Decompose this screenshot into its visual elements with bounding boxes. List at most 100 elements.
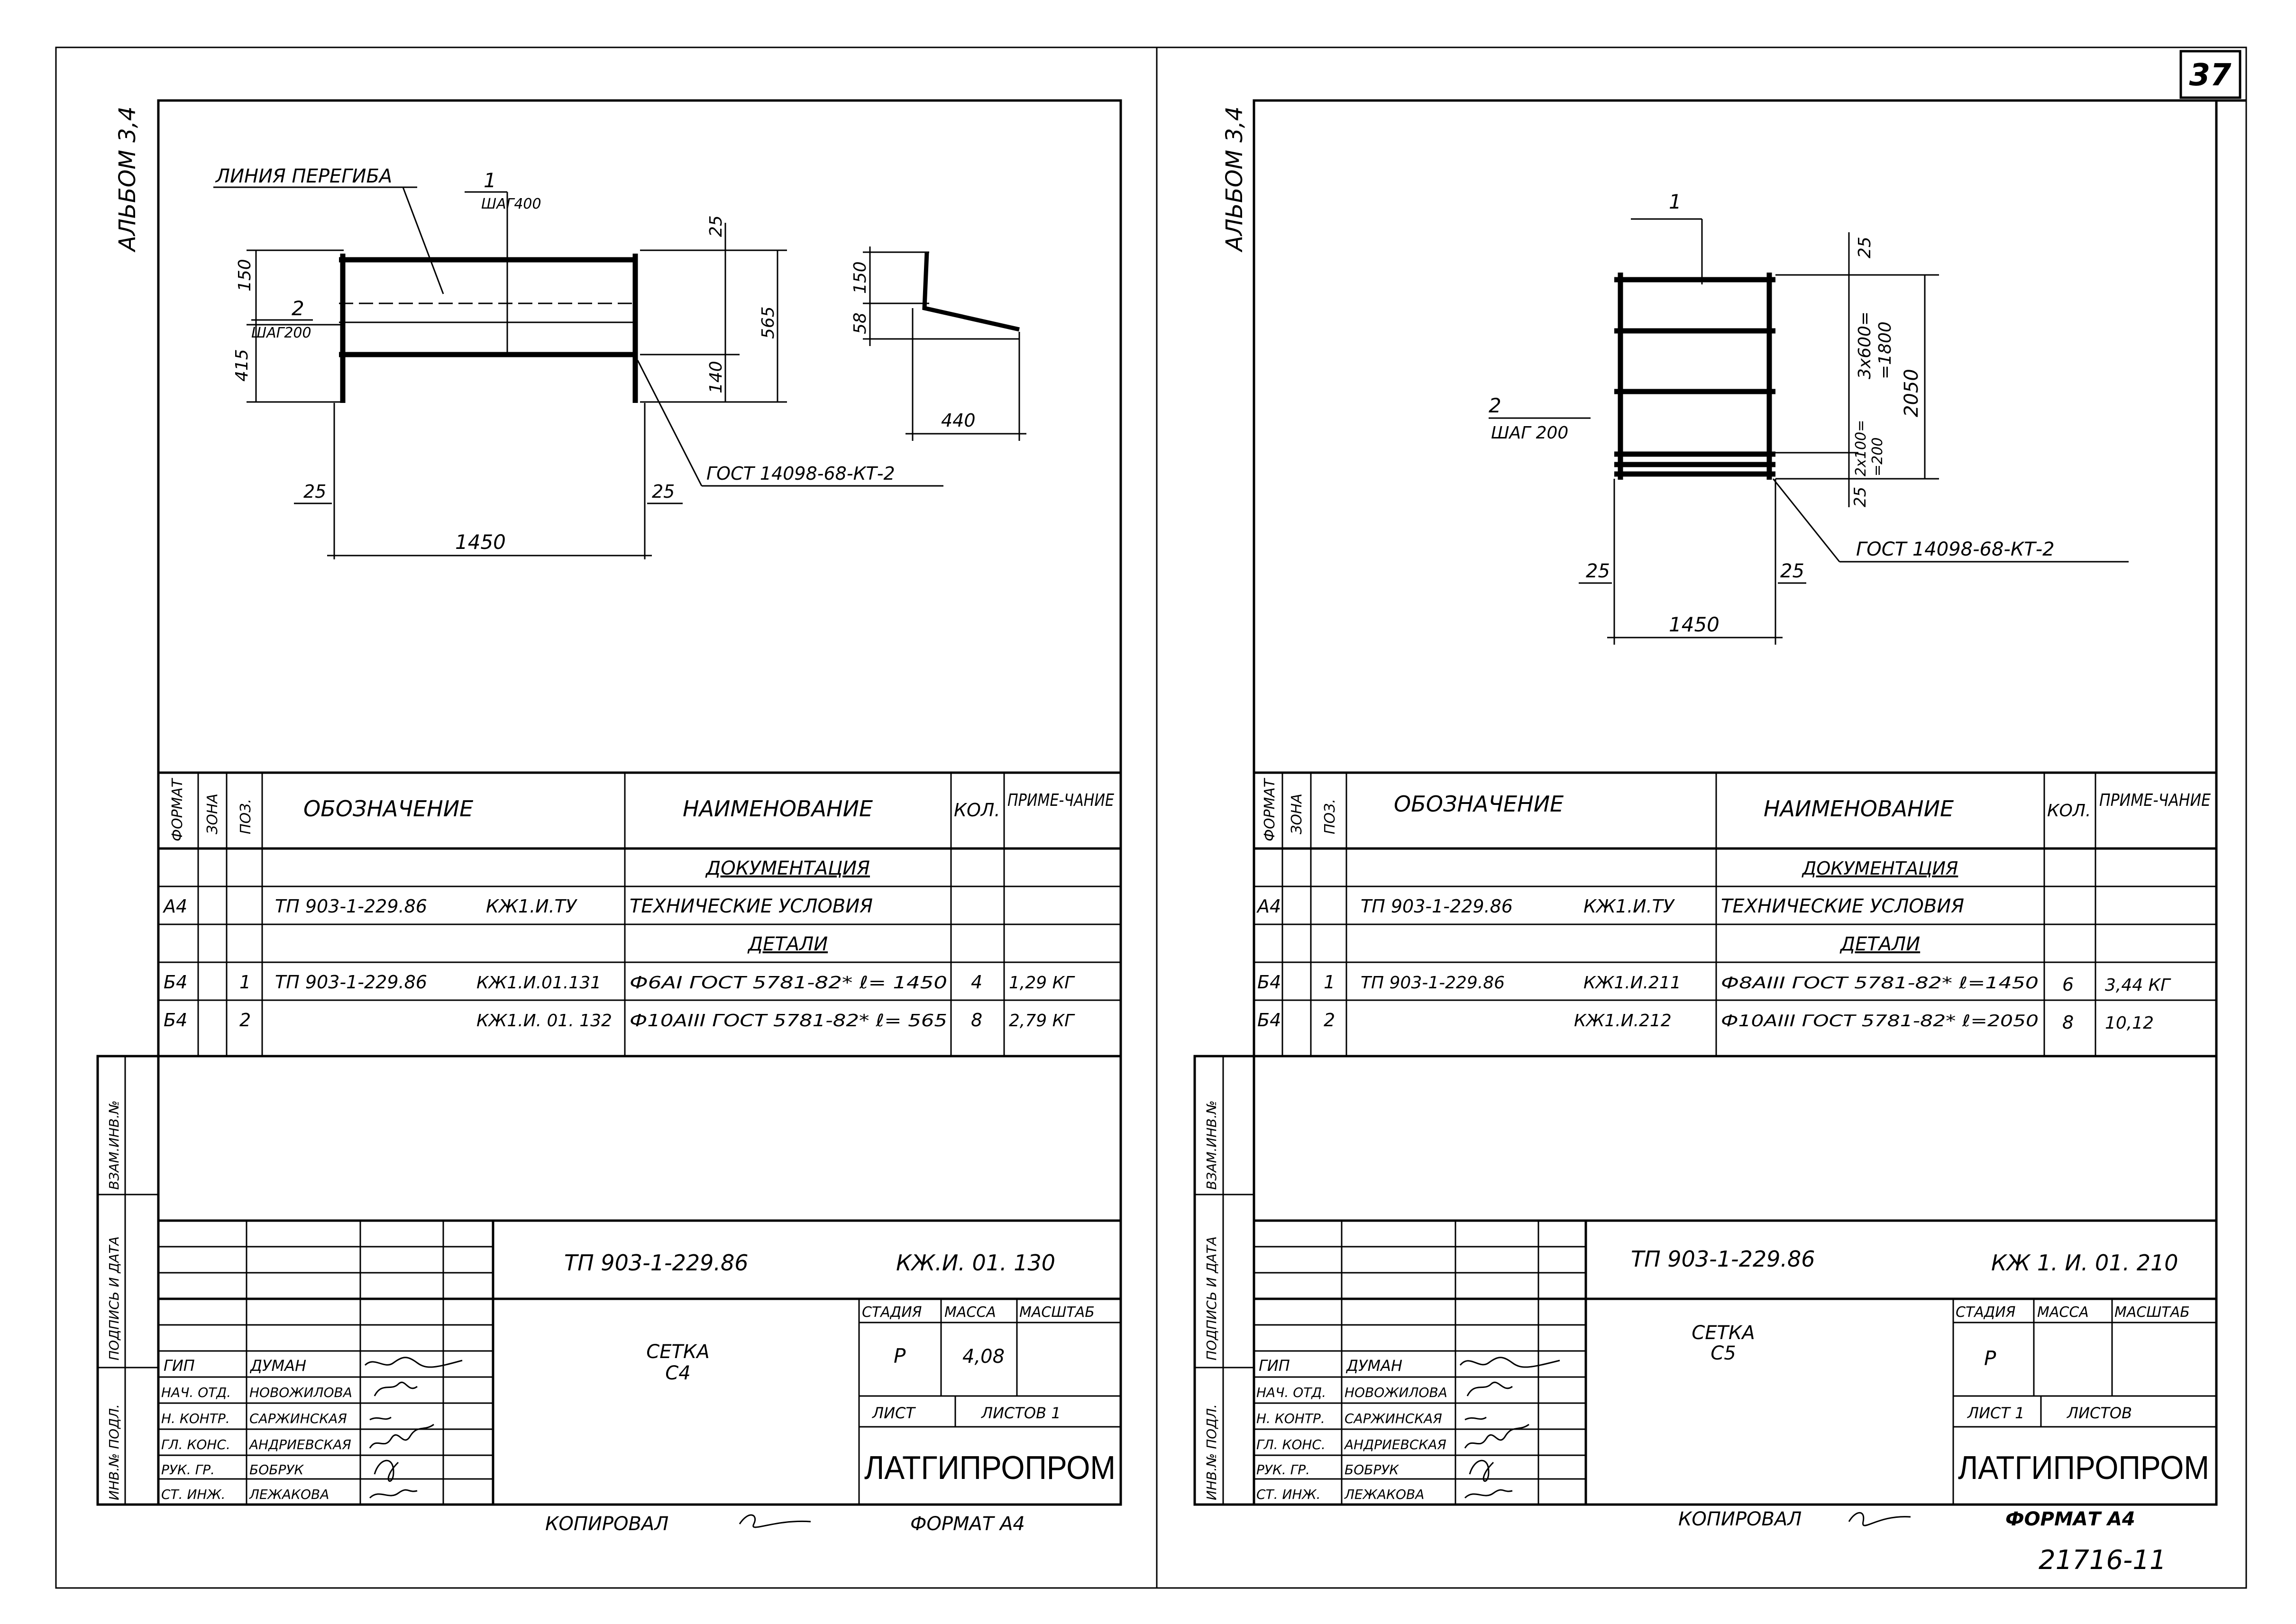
right-row-note: 10,12 bbox=[2105, 1013, 2154, 1033]
left-dim-25a: 25 bbox=[706, 215, 726, 237]
left-inner-frame bbox=[157, 99, 1122, 1506]
right-col-format: ФОРМАТ bbox=[1262, 777, 1278, 841]
left-sec-58: 58 bbox=[851, 312, 870, 334]
right-pos2-step: ШАГ 200 bbox=[1491, 423, 1568, 443]
left-strip-inv: ИНВ.№ ПОДЛ. bbox=[106, 1404, 122, 1500]
right-dim-200: =200 bbox=[1869, 438, 1886, 476]
right-row-code: ТП 903-1-229.86 bbox=[1361, 973, 1505, 993]
left-stamp-mass: 4,08 bbox=[962, 1346, 1005, 1368]
left-strip-sign: ПОДПИСЬ И ДАТА bbox=[106, 1236, 122, 1360]
right-strip-sign: ПОДПИСЬ И ДАТА bbox=[1204, 1236, 1219, 1360]
left-staff-row: СТ. ИНЖ. ЛЕЖАКОВА bbox=[161, 1487, 329, 1502]
staff-role: Н. КОНТР. bbox=[1256, 1411, 1325, 1426]
left-sheet: АЛЬБОМ 3,4 ЛИНИЯ ПЕРЕГИБА 1 ШАГ400 2 ШАГ… bbox=[96, 99, 1122, 1535]
left-col-zone: ЗОНА bbox=[204, 794, 221, 834]
right-strip-inv: ИНВ.№ ПОДЛ. bbox=[1204, 1404, 1219, 1500]
outer-frame bbox=[55, 46, 2247, 1589]
right-staff-row: ГИП ДУМАН bbox=[1259, 1357, 1402, 1375]
right-spec-row: Б4 2 КЖ1.И.212 Ф10АIII ГОСТ 5781-82* ℓ=2… bbox=[1257, 1010, 2154, 1033]
staff-name: НОВОЖИЛОВА bbox=[1345, 1385, 1447, 1400]
left-staff-row: НАЧ. ОТД. НОВОЖИЛОВА bbox=[161, 1385, 352, 1400]
right-stamp-organization: ЛАТГИПРОПРОМ bbox=[1958, 1449, 2209, 1486]
left-staff-row: ГЛ. КОНС. АНДРИЕВСКАЯ bbox=[161, 1437, 351, 1452]
left-spec-row: Б4 2 КЖ1.И. 01. 132 Ф10АIII ГОСТ 5781-82… bbox=[164, 1010, 1075, 1031]
right-row-code2: КЖ1.И.212 bbox=[1574, 1011, 1672, 1031]
left-dim-25c: 25 bbox=[652, 481, 675, 502]
right-dim-25d: 25 bbox=[1780, 560, 1804, 582]
left-stamp-mass-header: МАССА bbox=[944, 1304, 996, 1321]
left-mesh-drawing: ЛИНИЯ ПЕРЕГИБА 1 ШАГ400 2 ШАГ200 150 bbox=[213, 165, 1026, 559]
right-row-name: ДОКУМЕНТАЦИЯ bbox=[1802, 858, 1958, 879]
right-row-format: Б4 bbox=[1257, 1010, 1281, 1031]
staff-name: БОБРУК bbox=[1345, 1462, 1399, 1478]
right-staff-row: НАЧ. ОТД. НОВОЖИЛОВА bbox=[1256, 1385, 1447, 1400]
right-copier-signature bbox=[1848, 1512, 1911, 1526]
left-sec-440: 440 bbox=[941, 410, 976, 431]
left-pos2-label: 2 bbox=[292, 297, 304, 320]
archive-number: 21716-11 bbox=[2039, 1545, 2167, 1576]
staff-name: НОВОЖИЛОВА bbox=[249, 1385, 352, 1400]
right-spec-table: ФОРМАТ ЗОНА ПОЗ. ОБОЗНАЧЕНИЕ НАИМЕНОВАНИ… bbox=[1254, 771, 2216, 1058]
staff-role: ГЛ. КОНС. bbox=[1256, 1437, 1326, 1452]
left-dim-150: 150 bbox=[235, 259, 255, 292]
staff-name: САРЖИНСКАЯ bbox=[249, 1411, 347, 1426]
left-row-code: ТП 903-1-229.86 bbox=[275, 972, 427, 993]
right-row-name: Ф10АIII ГОСТ 5781-82* ℓ=2050 bbox=[1721, 1012, 2039, 1031]
staff-role: НАЧ. ОТД. bbox=[1256, 1385, 1326, 1400]
right-dim-2050: 2050 bbox=[1901, 369, 1922, 417]
left-pos1-step: ШАГ400 bbox=[481, 196, 541, 212]
right-stamp-subtitle: С5 bbox=[1711, 1342, 1736, 1364]
staff-name: АНДРИЕВСКАЯ bbox=[248, 1437, 351, 1452]
left-row-qty: 8 bbox=[971, 1010, 982, 1031]
staff-role: ГЛ. КОНС. bbox=[161, 1437, 230, 1452]
left-stamp-code: КЖ.И. 01. 130 bbox=[896, 1250, 1055, 1276]
left-stamp-project: ТП 903-1-229.86 bbox=[564, 1250, 749, 1276]
left-weld-note: ГОСТ 14098-68-КТ-2 bbox=[706, 463, 895, 484]
left-signatures bbox=[364, 1357, 463, 1499]
left-spec-row: А4 ТП 903-1-229.86 КЖ1.И.ТУ ТЕХНИЧЕСКИЕ … bbox=[162, 895, 873, 917]
staff-name: ДУМАН bbox=[249, 1357, 306, 1375]
left-title-block: ТП 903-1-229.86 КЖ.И. 01. 130 СЕТКА С4 С… bbox=[158, 1219, 1121, 1505]
right-col-qty: КОЛ. bbox=[2047, 801, 2091, 821]
right-col-zone: ЗОНА bbox=[1289, 794, 1305, 834]
right-side-strip: ИНВ.№ ПОДЛ. ПОДПИСЬ И ДАТА ВЗАМ.ИНВ.№ bbox=[1193, 1055, 1255, 1506]
staff-role: СТ. ИНЖ. bbox=[1256, 1487, 1321, 1502]
left-col-pos: ПОЗ. bbox=[238, 799, 254, 834]
staff-role: НАЧ. ОТД. bbox=[161, 1385, 231, 1400]
left-strip-vzam: ВЗАМ.ИНВ.№ bbox=[106, 1100, 122, 1190]
sheet-number: 37 bbox=[2189, 58, 2232, 93]
left-row-code2: КЖ1.И.ТУ bbox=[486, 896, 578, 917]
right-row-name: ТЕХНИЧЕСКИЕ УСЛОВИЯ bbox=[1721, 895, 1964, 917]
left-row-name: ДОКУМЕНТАЦИЯ bbox=[705, 858, 870, 879]
staff-role: ГИП bbox=[1259, 1357, 1290, 1375]
right-row-code: ТП 903-1-229.86 bbox=[1361, 896, 1513, 917]
left-col-designation: ОБОЗНАЧЕНИЕ bbox=[303, 796, 473, 821]
right-spec-row: А4 ТП 903-1-229.86 КЖ1.И.ТУ ТЕХНИЧЕСКИЕ … bbox=[1256, 895, 1964, 917]
left-row-note: 1,29 КГ bbox=[1009, 973, 1075, 993]
staff-role: СТ. ИНЖ. bbox=[161, 1487, 226, 1502]
right-staff-row: ГЛ. КОНС. АНДРИЕВСКАЯ bbox=[1256, 1437, 1446, 1452]
right-row-code2: КЖ1.И.211 bbox=[1583, 973, 1681, 993]
left-spec-table: ФОРМАТ ЗОНА ПОЗ. ОБОЗНАЧЕНИЕ НАИМЕНОВАНИ… bbox=[158, 771, 1121, 1058]
right-stamp-scale-header: МАСШТАБ bbox=[2114, 1304, 2190, 1321]
right-pos1-label: 1 bbox=[1669, 190, 1682, 213]
left-dim-565: 565 bbox=[759, 306, 778, 339]
right-staff-row: СТ. ИНЖ. ЛЕЖАКОВА bbox=[1256, 1487, 1424, 1502]
left-pos2-step: ШАГ200 bbox=[251, 325, 311, 341]
staff-role: ГИП bbox=[164, 1357, 195, 1375]
left-row-format: Б4 bbox=[164, 1010, 187, 1031]
right-spec-row: Б4 1 ТП 903-1-229.86 КЖ1.И.211 Ф8АIII ГО… bbox=[1257, 972, 2171, 995]
left-bend-line-label: ЛИНИЯ ПЕРЕГИБА bbox=[215, 165, 392, 187]
left-row-code: ТП 903-1-229.86 bbox=[275, 896, 427, 917]
left-dim-140: 140 bbox=[706, 361, 726, 393]
right-format-label: ФОРМАТ А4 bbox=[2005, 1508, 2135, 1530]
left-copied-label: КОПИРОВАЛ bbox=[545, 1513, 668, 1535]
left-col-qty: КОЛ. bbox=[954, 800, 1000, 821]
right-spec-row: ДОКУМЕНТАЦИЯ bbox=[1802, 858, 1958, 879]
left-stamp-scale-header: МАСШТАБ bbox=[1019, 1304, 1095, 1321]
left-stamp-sheets: ЛИСТОВ 1 bbox=[981, 1404, 1061, 1422]
right-dim-25a: 25 bbox=[1855, 237, 1875, 258]
right-spec-row: ДЕТАЛИ bbox=[1839, 933, 1920, 955]
right-stamp-stage-header: СТАДИЯ bbox=[1956, 1304, 2016, 1321]
right-col-designation: ОБОЗНАЧЕНИЕ bbox=[1394, 791, 1564, 817]
